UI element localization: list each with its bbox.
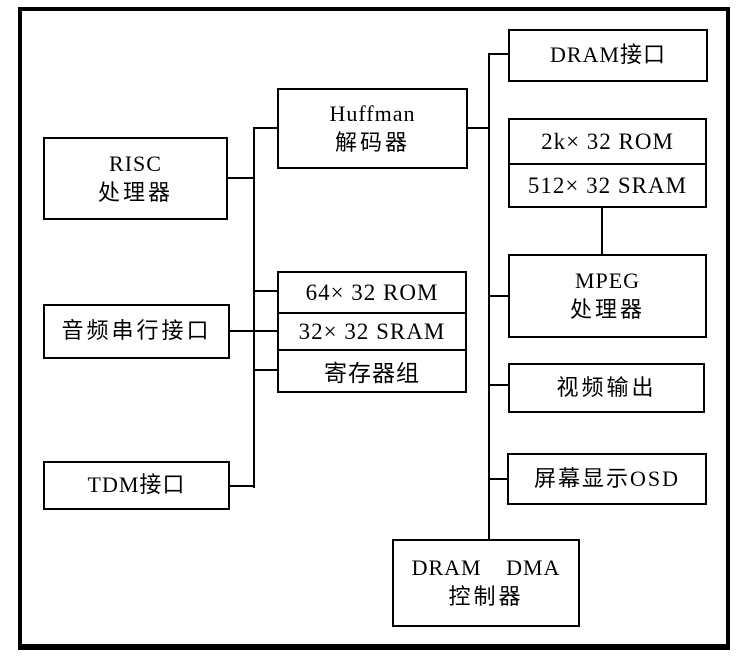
connector-bus-rom64 (253, 290, 279, 292)
block-mpeg-processor: MPEG 处理器 (508, 254, 707, 338)
block-audio-serial-interface: 音频串行接口 (43, 304, 230, 359)
block-video-output: 视频输出 (508, 363, 705, 413)
connector-bus-videoout (488, 384, 510, 386)
block-sram32-row: 32× 32 SRAM (279, 312, 465, 349)
diagram-border (18, 7, 730, 650)
block-rom2k-row: 2k× 32 ROM (541, 128, 674, 154)
block-rom64-row: 64× 32 ROM (305, 279, 439, 305)
block-dram-dma-label-zh: 控制器 (448, 584, 524, 609)
connector-huffman-bus (466, 127, 490, 129)
block-dram-interface: DRAM接口 (508, 29, 708, 82)
bus-line-right (488, 53, 490, 541)
block-audio-serial-label: 音频串行接口 (61, 318, 212, 344)
block-mpeg-memory: 2k× 32 ROM 512× 32 SRAM (508, 118, 707, 208)
block-huffman-label-zh: 解码器 (334, 129, 410, 155)
connector-audio-sram (230, 330, 277, 332)
block-risc-label-zh: 处理器 (97, 179, 173, 205)
block-video-output-label: 视频输出 (556, 374, 657, 400)
block-huffman-decoder: Huffman 解码器 (277, 88, 468, 169)
block-risc-label-en: RISC (109, 150, 162, 176)
connector-bus-osd (488, 478, 509, 480)
block-osd-label: 屏幕显示OSD (533, 465, 680, 491)
block-mpeg-label-en: MPEG (574, 268, 641, 294)
connector-bus-dramif (488, 53, 510, 55)
block-tdm-label: TDM接口 (87, 472, 186, 498)
block-dram-dma-controller: DRAM DMA 控制器 (392, 539, 580, 627)
block-dram-interface-label: DRAM接口 (549, 42, 666, 68)
connector-bus-mpeg (488, 295, 510, 297)
block-huffman-label-en: Huffman (329, 100, 416, 126)
block-mpeg-label-zh: 处理器 (569, 297, 645, 322)
connector-risc-bus (228, 177, 255, 179)
bus-line-left (253, 127, 255, 488)
block-tdm-interface: TDM接口 (43, 461, 230, 510)
block-sram512-row: 512× 32 SRAM (510, 163, 705, 206)
block-risc-processor: RISC 处理器 (43, 137, 228, 220)
block-local-memory: 64× 32 ROM 32× 32 SRAM 寄存器组 (277, 271, 467, 393)
connector-bus-regfile (253, 369, 279, 371)
block-register-file-row: 寄存器组 (279, 349, 465, 391)
block-dram-dma-label-en: DRAM DMA (411, 555, 561, 581)
connector-bus-huffman (253, 127, 279, 129)
connector-tdm-bus (230, 485, 255, 487)
block-osd-display: 屏幕显示OSD (507, 453, 707, 505)
connector-mpegmem-mpeg (601, 206, 603, 256)
